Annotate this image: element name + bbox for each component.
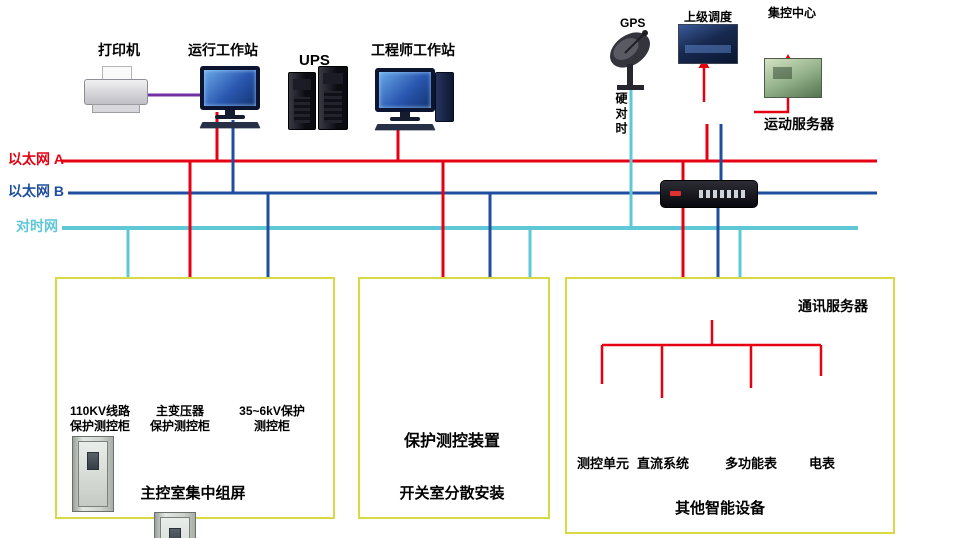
ups-label: UPS bbox=[299, 52, 330, 69]
printer-image bbox=[84, 66, 148, 114]
cabinet-110kv-label: 110KV线路 保护测控柜 bbox=[69, 404, 131, 433]
monitor-screen bbox=[375, 68, 435, 112]
printer-tray bbox=[92, 104, 140, 113]
cabinet-110kv-image bbox=[72, 436, 114, 512]
zone-switch-room bbox=[358, 277, 550, 519]
other-smart-devices-caption: 其他智能设备 bbox=[674, 500, 765, 517]
switch-room-caption: 开关室分散安装 bbox=[399, 485, 505, 502]
electric-meter-label: 电表 bbox=[808, 456, 835, 471]
engineer-workstation-image bbox=[372, 68, 454, 131]
dispatch-photo bbox=[678, 24, 738, 64]
cabinet-transformer-label: 主变压器 保护测控柜 bbox=[149, 404, 210, 433]
protection-device-label: 保护测控装置 bbox=[403, 433, 500, 450]
ethernet-a-label: 以太网 A bbox=[8, 151, 64, 167]
keyboard bbox=[199, 121, 261, 129]
operator-workstation-label: 运行工作站 bbox=[188, 42, 258, 58]
zone-other-smart-devices bbox=[565, 277, 895, 534]
hard-time-sync-label: 硬对时 bbox=[614, 92, 628, 137]
control-center-label: 集控中心 bbox=[768, 6, 817, 20]
printer-body bbox=[84, 79, 148, 105]
engineer-workstation-label: 工程师工作站 bbox=[371, 42, 455, 58]
operator-workstation-image bbox=[197, 66, 263, 129]
monitor-screen bbox=[200, 66, 260, 110]
multifunction-meter-label: 多功能表 bbox=[724, 456, 777, 471]
main-control-room-caption: 主控室集中组屏 bbox=[140, 485, 246, 502]
control-center-photo bbox=[764, 58, 822, 98]
printer-label: 打印机 bbox=[98, 42, 140, 58]
measure-control-unit-label: 测控单元 bbox=[576, 456, 629, 471]
dc-system-label: 直流系统 bbox=[636, 456, 689, 471]
time-sync-label: 对时网 bbox=[16, 218, 58, 234]
telemetry-server-image bbox=[660, 180, 758, 208]
ethernet-b-label: 以太网 B bbox=[8, 183, 64, 199]
cabinet-transformer-image bbox=[154, 512, 196, 538]
gps-label: GPS bbox=[620, 16, 646, 30]
dispatch-label: 上级调度 bbox=[684, 10, 733, 24]
telemetry-server-label: 运动服务器 bbox=[764, 116, 834, 132]
comm-server-label: 通讯服务器 bbox=[798, 298, 868, 314]
workstation-tower bbox=[435, 72, 454, 122]
keyboard bbox=[374, 123, 436, 131]
gps-antenna-icon bbox=[604, 24, 662, 92]
cabinet-35kv-label: 35~6kV保护 测控柜 bbox=[239, 404, 305, 433]
ups-image bbox=[286, 64, 350, 130]
